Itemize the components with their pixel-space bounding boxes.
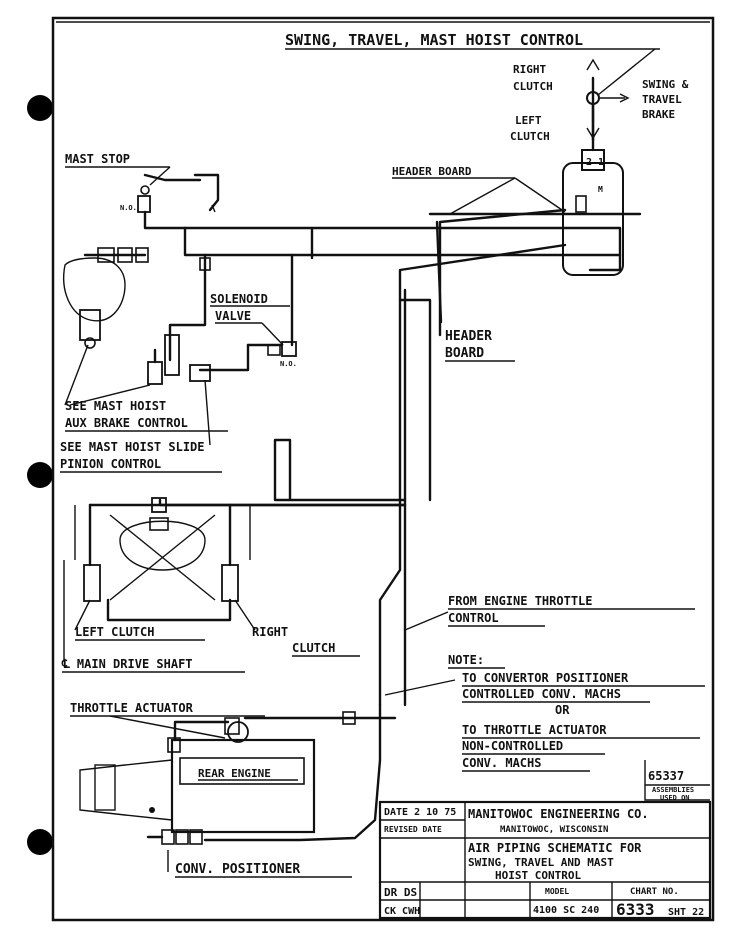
tb-model-label: MODEL (545, 887, 569, 896)
tb-title-2: SWING, TRAVEL AND MAST (468, 856, 614, 869)
left-clutch-top-label-1: LEFT (515, 114, 542, 127)
mast-hoist-drum (63, 247, 149, 349)
rear-engine (79, 720, 316, 834)
tb-city: MANITOWOC, WISCONSIN (500, 825, 608, 835)
tb-revised: REVISED DATE (384, 825, 442, 834)
from-engine-throttle-label-1: FROM ENGINE THROTTLE (448, 594, 593, 608)
rear-engine-label: REAR ENGINE (198, 767, 271, 780)
control-valve-housing (562, 162, 624, 276)
left-clutch-bottom-label: LEFT CLUTCH (75, 625, 154, 639)
slide-pinion-valves (147, 334, 211, 385)
svg-text:USED ON: USED ON (660, 794, 690, 802)
diagram-title: SWING, TRAVEL, MAST HOIST CONTROL (285, 31, 583, 49)
swing-travel-brake-label-3: BRAKE (642, 108, 675, 121)
title-block (378, 800, 712, 920)
svg-text:M: M (598, 185, 603, 194)
see-aux-brake-label-2: AUX BRAKE CONTROL (65, 416, 188, 430)
conv-positioner-label: CONV. POSITIONER (175, 862, 300, 877)
note-line-6: CONV. MACHS (462, 756, 541, 770)
note-line-5: NON-CONTROLLED (462, 739, 563, 753)
clutch-assembly (74, 497, 251, 602)
tb-chart-label: CHART NO. (630, 887, 679, 897)
tb-model-value: 4100 SC 240 (533, 905, 599, 916)
tb-title-3: HOIST CONTROL (495, 869, 581, 882)
mast-stop-label: MAST STOP (65, 152, 130, 166)
tb-sheet: SHT 22 (668, 907, 704, 918)
right-clutch-bottom-label-1: RIGHT (252, 625, 288, 639)
throttle-actuator-label: THROTTLE ACTUATOR (70, 701, 194, 715)
note-line-3: OR (555, 703, 570, 717)
binder-hole-bottom (27, 829, 53, 855)
binder-hole-middle (27, 462, 53, 488)
see-slide-pinion-label-1: SEE MAST HOIST SLIDE (60, 440, 205, 454)
header-board-mid-label-1: HEADER (445, 329, 492, 344)
throttle-actuator (224, 711, 356, 743)
note-line-4: TO THROTTLE ACTUATOR (462, 723, 607, 737)
binder-hole-top (27, 95, 53, 121)
note-line-1: TO CONVERTOR POSITIONER (462, 671, 629, 685)
note-label: NOTE: (448, 653, 484, 667)
solenoid-valve (267, 341, 297, 357)
conv-positioner (146, 829, 203, 872)
tb-title-1: AIR PIPING SCHEMATIC FOR (468, 841, 642, 855)
see-slide-pinion-label-2: PINION CONTROL (60, 457, 161, 471)
see-aux-brake-label-1: SEE MAST HOIST (65, 399, 166, 413)
drawing-border (51, 16, 715, 922)
tb-chart-value: 6333 (616, 900, 655, 919)
solenoid-valve-label-1: SOLENOID (210, 292, 268, 306)
tb-date: DATE 2 10 75 (384, 807, 456, 818)
mast-stop-no-label: N.O. (120, 204, 137, 212)
tb-company: MANITOWOC ENGINEERING CO. (468, 807, 649, 821)
solenoid-valve-label-2: VALVE (215, 309, 251, 323)
right-clutch-top-label-1: RIGHT (513, 63, 546, 76)
swing-travel-brake-label-2: TRAVEL (642, 93, 682, 106)
solenoid-no-label: N.O. (280, 360, 297, 368)
mast-stop-valve (137, 173, 220, 213)
tb-checked-by: CK CWH (384, 906, 420, 917)
header-board-top-label: HEADER BOARD (392, 165, 472, 178)
right-clutch-top-label-2: CLUTCH (513, 80, 553, 93)
note-line-2: CONTROLLED CONV. MACHS (462, 687, 621, 701)
from-engine-throttle-label-2: CONTROL (448, 611, 499, 625)
right-clutch-bottom-label-2: CLUTCH (292, 641, 335, 655)
left-clutch-top-label-2: CLUTCH (510, 130, 550, 143)
tb-drawn-by: DR DS (384, 886, 417, 899)
svg-text:65337: 65337 (648, 769, 684, 783)
header-board-mid-label-2: BOARD (445, 346, 484, 361)
main-drive-shaft-label: ℄ MAIN DRIVE SHAFT (61, 657, 193, 671)
assemblies-used-on: 65337 ASSEMBLIES USED ON (644, 760, 710, 802)
svg-text:ASSEMBLIES: ASSEMBLIES (652, 786, 694, 794)
swing-travel-brake-label-1: SWING & (642, 78, 689, 91)
